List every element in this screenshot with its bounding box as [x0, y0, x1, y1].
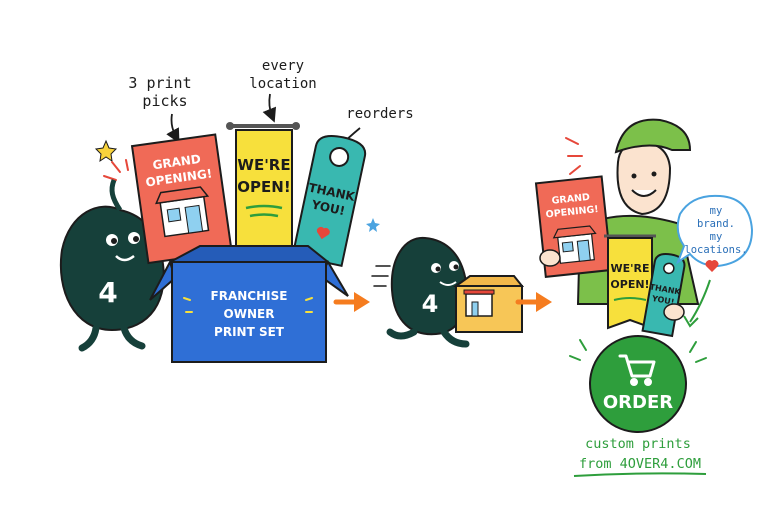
- mascot-running: 4: [371, 236, 525, 348]
- bubble-line: locations.: [684, 244, 747, 256]
- annotation-line: every: [262, 58, 304, 74]
- box-line: PRINT SET: [214, 325, 285, 339]
- banner-were-open: WE'RE OPEN!: [226, 122, 300, 260]
- flyer-line: GRAND: [551, 192, 590, 207]
- banner-line: WE'RE: [611, 262, 650, 275]
- order-button-circle[interactable]: [589, 335, 687, 433]
- banner-line: OPEN!: [237, 178, 290, 196]
- annotation-line: location: [249, 76, 316, 92]
- heart-icon: [705, 260, 719, 272]
- arrow-icon: [689, 279, 711, 323]
- storefront-icon: [155, 186, 210, 238]
- bubble-line: my: [710, 205, 723, 217]
- sparkle-icon: [565, 137, 583, 175]
- box-line: FRANCHISE: [211, 289, 288, 303]
- sparkle-icon: [183, 297, 313, 313]
- door-hanger-thank-you: THANK YOU!: [291, 134, 367, 268]
- speech-bubble: my brand. my locations.: [675, 194, 754, 268]
- order-button-label[interactable]: ORDER: [603, 392, 673, 413]
- banner-were-open-small: WE'RE OPEN!: [604, 234, 656, 330]
- flyer-line: GRAND: [152, 152, 202, 173]
- star-icon: [366, 218, 380, 232]
- arrow-right-icon: [515, 292, 552, 312]
- sparkle-icon: [103, 159, 129, 181]
- annotation-every-location: every location: [249, 58, 317, 123]
- tagline-line: custom prints: [585, 436, 691, 452]
- tagline-underline: [573, 472, 707, 477]
- star-icon: [94, 139, 118, 163]
- annotation-print-picks: 3 print picks: [128, 74, 192, 144]
- hanger-line: YOU!: [650, 294, 675, 307]
- annotation-line: picks: [142, 92, 187, 110]
- bubble-line: my: [710, 231, 723, 243]
- mascot-number: 4: [98, 276, 117, 309]
- annotation-line: reorders: [346, 106, 413, 122]
- arrow-icon: [262, 93, 277, 123]
- tagline-line: from 4OVER4.COM: [579, 456, 701, 472]
- banner-line: WE'RE: [237, 156, 290, 174]
- banner-line: OPEN!: [610, 278, 649, 291]
- heart-icon: [316, 226, 330, 240]
- annotation-line: 3 print: [128, 74, 191, 92]
- storefront-icon: [452, 275, 525, 333]
- arrow-icon: [166, 113, 180, 144]
- storefront-icon: [552, 225, 597, 264]
- arrow-icon: [683, 315, 699, 328]
- mascot-number: 4: [422, 290, 439, 318]
- box-line: OWNER: [224, 307, 275, 321]
- cart-icon: [618, 354, 656, 386]
- flyer-grand-opening: GRAND OPENING!: [130, 133, 233, 265]
- print-set-box: FRANCHISE OWNER PRINT SET: [149, 245, 349, 363]
- arrow-right-icon: [333, 292, 370, 312]
- sparkle-icon: [569, 339, 707, 363]
- hand: [539, 249, 561, 267]
- order-button[interactable]: ORDER: [589, 335, 687, 433]
- bubble-line: brand.: [697, 218, 735, 230]
- hand: [663, 303, 685, 321]
